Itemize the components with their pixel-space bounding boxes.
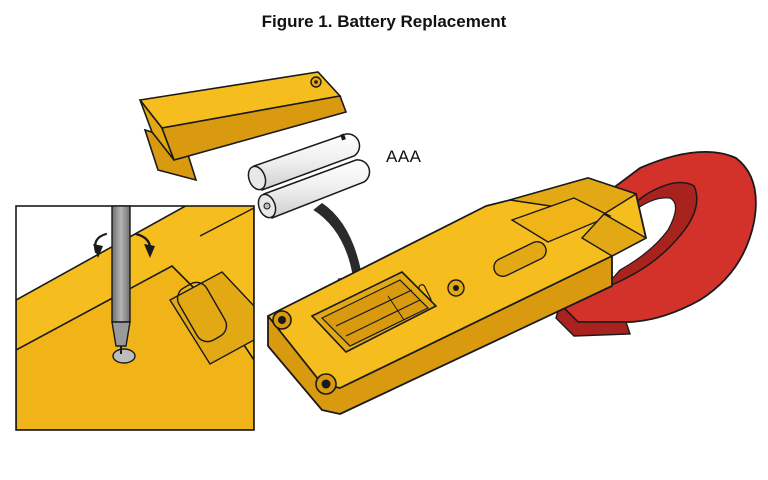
jaw-trigger (555, 302, 631, 337)
meter-head-panel (510, 197, 612, 243)
jack-1-hole (278, 316, 286, 324)
aaa-batteries (247, 133, 371, 219)
battery-front (257, 159, 371, 219)
screwdriver-icon (111, 205, 131, 354)
screwdriver-tip (111, 321, 131, 347)
inset-edge-line (199, 207, 254, 237)
jack-2-hole (321, 379, 331, 389)
screwdriver-shaft (111, 205, 131, 323)
compartment-divider-1 (335, 289, 413, 327)
battery-compartment-well (320, 279, 430, 347)
door-screw-center (314, 80, 318, 84)
meter-slot (493, 240, 547, 278)
meter-head-bevel (580, 213, 648, 257)
figure-caption: Figure 1. Battery Replacement (261, 12, 507, 31)
compartment-divider-2 (345, 299, 421, 337)
meter-body (267, 177, 648, 415)
rotate-arrow-icon (93, 232, 155, 258)
body-screw-hole (453, 285, 459, 291)
inset-screw (112, 348, 136, 364)
compartment-contact (387, 295, 405, 321)
inset-recess (169, 271, 254, 365)
detail-inset (15, 205, 255, 431)
inset-slot (176, 281, 228, 343)
inset-frame (15, 205, 255, 431)
battery-type-label: AAA (386, 147, 422, 166)
battery-back (247, 133, 361, 191)
battery-door-front (160, 95, 348, 161)
battery-door (138, 71, 348, 182)
